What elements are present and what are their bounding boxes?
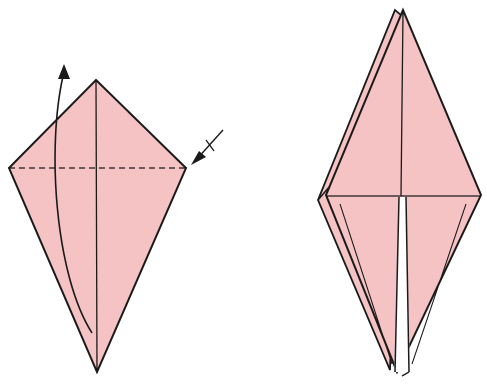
back-flap-tip (317, 185, 331, 201)
lower-split-right-edge (405, 196, 410, 373)
crimp-marker-icon (191, 129, 224, 165)
step-folded-result (317, 7, 483, 377)
center-crease-upper (400, 11, 404, 197)
inner-flap-edge-left (339, 203, 393, 365)
lower-split-left-edge (394, 196, 400, 373)
fold-arrow-icon (54, 64, 93, 334)
bottom-point-right (401, 371, 410, 377)
step-kite-fold (7, 64, 224, 375)
center-crease (95, 79, 98, 373)
inner-flap-edge-right (411, 203, 467, 365)
